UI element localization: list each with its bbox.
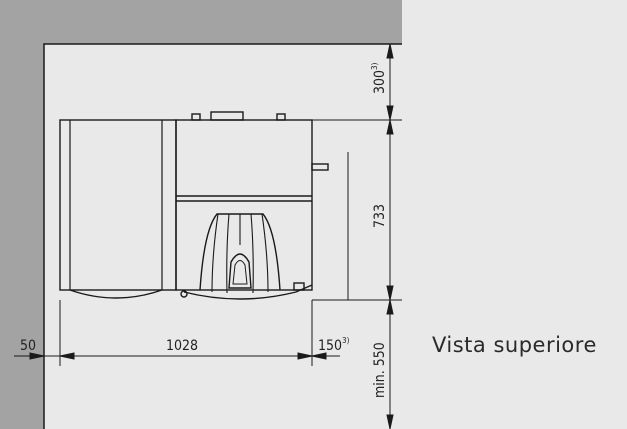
dim-top-gap: 3003) (370, 62, 388, 94)
dim-top-gap-value: 300 (372, 70, 388, 94)
dim-top-gap-note: 3) (370, 62, 379, 70)
dim-left-gap: 50 (20, 338, 36, 354)
dim-front-clearance: min. 550 (372, 342, 388, 398)
wall (0, 0, 402, 429)
dim-right-gap-note: 3) (342, 336, 350, 345)
view-label: Vista superiore (432, 333, 597, 357)
wall-edge (43, 43, 402, 429)
dim-depth: 733 (372, 204, 388, 228)
dim-right-gap-value: 150 (318, 338, 342, 354)
dim-width: 1028 (166, 338, 198, 354)
vertical-dimensions (312, 43, 402, 429)
dim-right-gap: 1503) (318, 336, 350, 354)
left-unit (59, 119, 177, 299)
horizontal-dimensions (14, 300, 340, 366)
right-unit (175, 111, 329, 300)
